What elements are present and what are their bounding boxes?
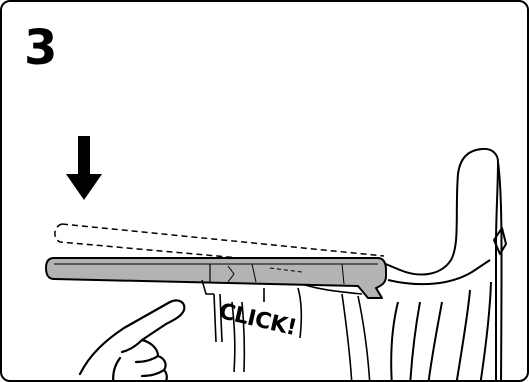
- support-structure: [213, 283, 371, 380]
- down-arrow-icon: [66, 136, 102, 200]
- seat-shell: [380, 147, 507, 380]
- pointing-hand-icon: [78, 299, 186, 380]
- tray-lowered: [45, 257, 387, 299]
- tray-raised-outline: [54, 223, 385, 271]
- step-number: 3: [24, 20, 58, 76]
